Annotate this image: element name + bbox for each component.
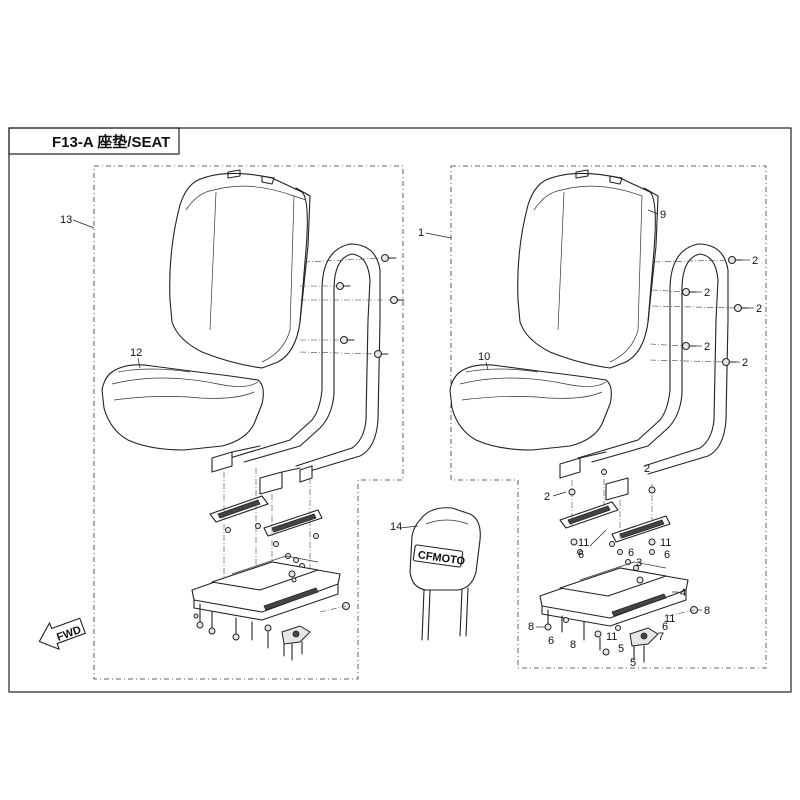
left-lower-fasteners [193,602,350,661]
right-assembly-boundary [450,165,767,669]
callout-1: 1 [418,227,424,239]
callout-6-e: 6 [662,621,668,633]
callout-3: 3 [636,557,642,569]
callout-2-b: 2 [704,287,710,299]
callout-5-a: 5 [618,643,624,655]
callout-8-b: 8 [528,621,534,633]
callout-2-a: 2 [752,255,758,267]
left-backrest-bolts [299,254,405,358]
callout-14: 14 [390,521,402,533]
callout-12: 12 [130,347,142,359]
right-base-plate [539,561,689,627]
left-backrest [169,169,311,369]
callout-8-a: 8 [704,605,710,617]
callout-11-c: 11 [664,613,675,625]
left-seat-cushion [101,364,264,451]
callout-2-c: 2 [756,303,762,315]
fwd-arrow: FWD [38,617,86,650]
left-base-plate [191,555,341,621]
right-backrest [517,169,659,369]
left-slide-rails [209,468,323,590]
callout-11-b: 11 [660,537,671,549]
diagram-title: F13-A 座垫/SEAT [52,133,170,151]
callout-11-a: 11 [578,537,589,549]
right-seat-frame [559,243,729,501]
left-seat-frame [211,243,381,495]
callout-2-f: 2 [544,491,550,503]
callout-11-d: 11 [606,631,617,643]
callout-13: 13 [60,214,72,226]
left-rail-fasteners [225,523,319,569]
right-seat-cushion [449,364,612,451]
right-rail-fasteners [570,538,656,571]
left-assembly-boundary [93,165,404,680]
headrest: CFMOTO [409,507,481,641]
left-seat-assembly [101,169,405,661]
callout-2-g: 2 [644,463,650,475]
callout-6-d: 6 [548,635,554,647]
right-seat-assembly [449,169,749,663]
callout-2-e: 2 [742,357,748,369]
callout-8-c: 8 [570,639,576,651]
callout-6-c: 6 [628,547,634,559]
callout-7: 7 [658,631,664,643]
callout-6-b: 6 [664,549,670,561]
callout-6-a: 6 [578,549,584,561]
callout-4: 4 [680,587,686,599]
callout-10: 10 [478,351,490,363]
callout-5-b: 5 [630,657,636,669]
right-backrest-bolts [649,256,749,366]
callout-9: 9 [660,209,666,221]
title-box [8,127,180,155]
callout-2-d: 2 [704,341,710,353]
outer-frame [8,127,792,693]
right-slide-rails [559,468,671,543]
